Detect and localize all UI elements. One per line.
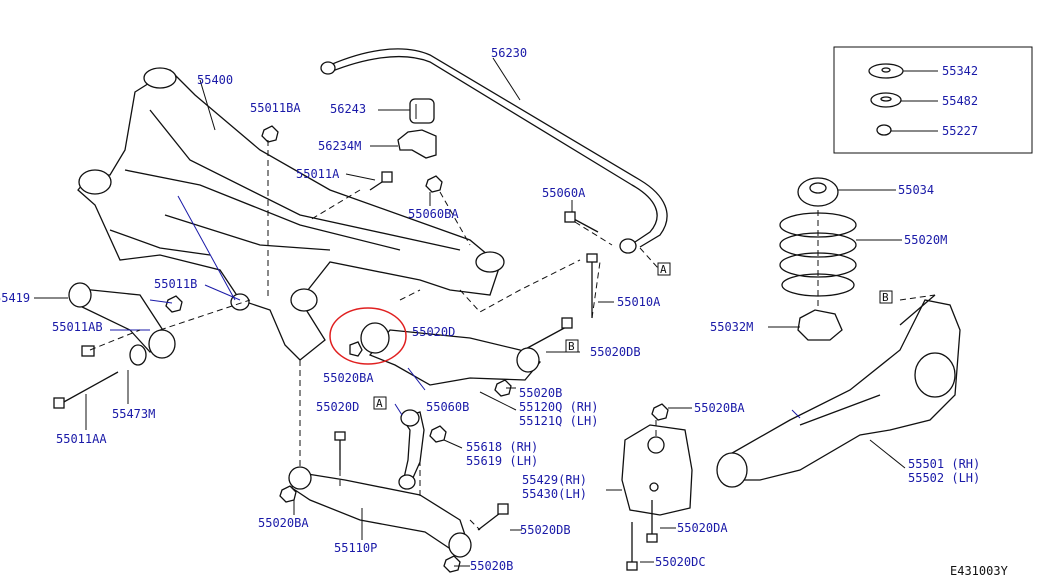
label-55010A: 55010A — [617, 295, 661, 309]
label-55032M: 55032M — [710, 320, 753, 334]
label-55619: 55619 (LH) — [466, 454, 538, 468]
label-55120Q: 55120Q (RH) — [519, 400, 598, 414]
label-55020BA-right: 55020BA — [694, 401, 745, 415]
label-55011BA: 55011BA — [250, 101, 301, 115]
label-55011AA: 55011AA — [56, 432, 107, 446]
upper-arm-55120Q[interactable] — [349, 322, 541, 397]
label-55121Q: 55121Q (LH) — [519, 414, 598, 428]
label-55400: 55400 — [197, 73, 233, 87]
bump-stopper-55034[interactable] — [797, 177, 839, 207]
bolt-55020DA[interactable] — [646, 500, 658, 543]
label-55227: 55227 — [942, 124, 978, 138]
bolt-55011A[interactable] — [369, 171, 393, 191]
label-55020DB-upper: 55020DB — [590, 345, 641, 359]
svg-text:B: B — [882, 291, 889, 304]
toe-link-55618[interactable] — [398, 409, 447, 490]
svg-text:A: A — [660, 263, 667, 276]
lower-arm-55110P[interactable] — [279, 466, 472, 573]
svg-text:B: B — [568, 340, 575, 353]
bolt-55020DB[interactable] — [519, 317, 573, 353]
nut-55060BA[interactable] — [425, 175, 443, 193]
label-56234M: 56234M — [318, 139, 361, 153]
stabilizer-bushing[interactable] — [409, 98, 435, 124]
label-55060A: 55060A — [542, 186, 586, 200]
spring-seat-55032M[interactable] — [797, 309, 843, 341]
label-55110P: 55110P — [334, 541, 377, 555]
bolt-55020DB-lower[interactable] — [477, 503, 509, 531]
label-55020DC: 55020DC — [655, 555, 706, 569]
bolt-55020D-lower[interactable] — [334, 431, 346, 470]
label-55060B: 55060B — [426, 400, 469, 414]
label-55502: 55502 (LH) — [908, 471, 980, 485]
label-55501: 55501 (RH) — [908, 457, 980, 471]
label-55473M: 55473M — [112, 407, 155, 421]
ref-marker-a-lower: A — [373, 396, 387, 410]
stabilizer-bracket[interactable] — [397, 129, 437, 159]
rear-knuckle-55501[interactable] — [716, 294, 961, 488]
label-55429: 55429(RH) — [522, 473, 587, 487]
rear-subframe[interactable] — [77, 67, 505, 361]
label-56243: 56243 — [330, 102, 366, 116]
label-55482: 55482 — [942, 94, 978, 108]
label-55034: 55034 — [898, 183, 934, 197]
bolt-55010A[interactable] — [586, 253, 598, 318]
highlight-circle — [329, 307, 407, 365]
part-labels: 55400 56230 55011BA 56243 56234M 55011A … — [0, 46, 1009, 578]
bolt-55020DC[interactable] — [626, 522, 638, 571]
ref-marker-b-top: B — [565, 339, 579, 353]
label-55020DB-lower: 55020DB — [520, 523, 571, 537]
bolt-55011AA[interactable] — [53, 371, 119, 409]
label-55020B-upper: 55020B — [519, 386, 562, 400]
inset-hardware-box — [833, 46, 1033, 154]
label-55020B-lower: 55020B — [470, 559, 513, 573]
label-55020M: 55020M — [904, 233, 947, 247]
bolt-55060A[interactable] — [564, 211, 599, 233]
label-55419: 55419 — [0, 291, 30, 305]
label-56230: 56230 — [491, 46, 527, 60]
label-55020DA: 55020DA — [677, 521, 728, 535]
label-55011B: 55011B — [154, 277, 197, 291]
label-55618: 55618 (RH) — [466, 440, 538, 454]
leader-lines — [34, 57, 936, 567]
label-55060BA: 55060BA — [408, 207, 459, 221]
stabilizer-bar[interactable] — [320, 48, 668, 254]
nut-55011B[interactable] — [165, 295, 183, 313]
bolt-55011AB[interactable] — [81, 345, 95, 357]
label-55020D-upper: 55020D — [412, 325, 455, 339]
label-55430: 55430(LH) — [522, 487, 587, 501]
diagram-code: E431003Y — [950, 564, 1009, 578]
label-55020BA-upper: 55020BA — [323, 371, 374, 385]
label-55020D-lower: 55020D — [316, 400, 359, 414]
label-55011A: 55011A — [296, 167, 340, 181]
lateral-link-55419[interactable] — [68, 282, 176, 366]
label-55342: 55342 — [942, 64, 978, 78]
nut-55011BA[interactable] — [261, 125, 279, 143]
ref-marker-a-top: A — [657, 262, 671, 276]
label-55011AB: 55011AB — [52, 320, 103, 334]
bracket-55429[interactable] — [621, 403, 693, 516]
svg-text:A: A — [376, 397, 383, 410]
ref-marker-b-right: B — [879, 290, 893, 304]
label-55020BA-lower: 55020BA — [258, 516, 309, 530]
